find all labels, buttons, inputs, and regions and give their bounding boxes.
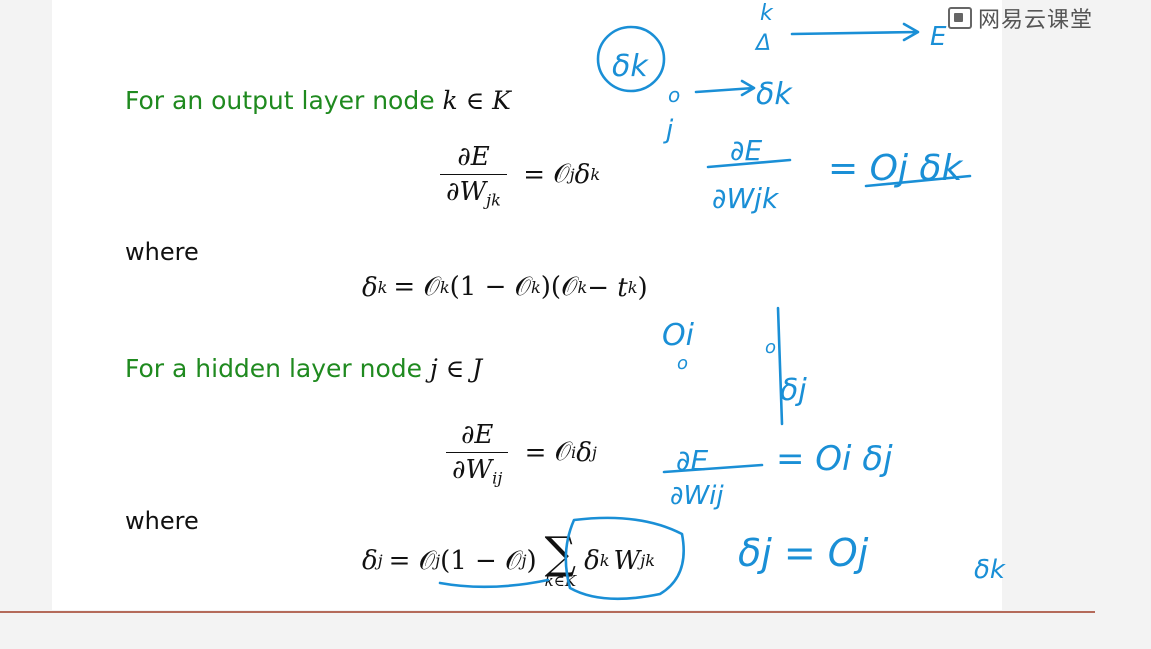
ink-fraction-line	[706, 158, 792, 169]
brand-logo: 网易云课堂	[948, 2, 1093, 34]
output-gradient-fraction: ∂E ∂Wjk	[440, 142, 507, 210]
ink-note: Δ	[754, 31, 771, 56]
fraction-denominator: ∂Wij	[446, 452, 509, 488]
delta-rhs-part-d: − t	[587, 272, 628, 303]
ink-arrow	[790, 22, 920, 42]
hidden-gradient-fraction: ∂E ∂Wij	[446, 420, 509, 488]
delta-rhs-part-e: )	[637, 272, 648, 303]
ink-note: ∂Wij	[670, 481, 724, 511]
hidden-layer-heading: For a hidden layer node j ∈ J	[125, 354, 482, 383]
ink-note: o	[765, 337, 776, 358]
hidden-heading-math: j ∈ J	[429, 354, 483, 383]
output-heading-text: For an output layer node	[125, 86, 443, 115]
slide-bottom-rule	[0, 611, 1095, 613]
hidden-where-label: where	[125, 507, 199, 535]
hidden-heading-text: For a hidden layer node	[125, 354, 430, 383]
ink-note: o	[677, 353, 688, 374]
equals-sign: =	[516, 437, 555, 468]
delta-rhs-part-c: )	[526, 546, 537, 576]
brand-logo-text: 网易云课堂	[978, 8, 1094, 33]
den-sub: ij	[492, 468, 503, 488]
ink-note: δj = Oj	[738, 531, 869, 575]
fraction-numerator: ∂E	[460, 420, 494, 450]
den-var: ∂W	[446, 177, 487, 207]
fraction-numerator: ∂E	[457, 142, 490, 172]
ink-underline	[438, 578, 550, 589]
ink-note: E	[930, 22, 947, 52]
summation-symbol: ∑	[544, 528, 577, 579]
equals-sign: =	[514, 159, 554, 190]
delta-lhs: δ	[362, 272, 378, 303]
delta-rhs-part-a: = 𝒪	[388, 545, 436, 576]
sum-term-weight: W	[613, 546, 641, 576]
ink-note: δk	[756, 77, 793, 112]
delta-rhs-part-a: = 𝒪	[393, 272, 440, 302]
ink-vertical-line	[776, 306, 784, 426]
ink-note: Oi	[662, 318, 695, 353]
rhs-delta: δ	[576, 437, 592, 468]
delta-lhs: δ	[362, 546, 378, 576]
rhs-output-var: 𝒪	[554, 437, 572, 467]
ink-note: δk	[974, 555, 1006, 585]
ink-arrow	[694, 79, 756, 97]
ink-note: ∂Wjk	[712, 182, 780, 215]
ink-circle	[596, 25, 666, 93]
ink-note: k	[760, 1, 774, 26]
den-var: ∂W	[452, 455, 493, 485]
ink-circle	[564, 516, 685, 601]
ink-note: ∂E	[730, 134, 762, 167]
ink-note: = Oi δj	[776, 439, 893, 479]
rhs-output-var: 𝒪	[553, 159, 570, 189]
brand-mark-icon	[948, 7, 972, 29]
ink-note: δj	[780, 373, 807, 408]
ink-note: o	[668, 83, 680, 107]
output-heading-math: k ∈ K	[442, 86, 511, 115]
slide-canvas	[52, 0, 1002, 610]
ink-fraction-line	[662, 463, 764, 474]
delta-rhs-part-b: (1 − 𝒪	[440, 545, 522, 576]
den-sub: jk	[486, 190, 501, 210]
output-where-label: where	[125, 238, 199, 266]
delta-rhs-part-c: )(𝒪	[540, 272, 578, 302]
summation: ∑ k∈K	[544, 528, 577, 591]
output-layer-heading: For an output layer node k ∈ K	[125, 86, 511, 115]
rhs-delta: δ	[574, 159, 591, 190]
ink-underline	[864, 174, 972, 188]
fraction-denominator: ∂Wjk	[440, 174, 507, 210]
ink-note: δk	[612, 49, 649, 84]
ink-note: j	[663, 115, 674, 145]
delta-rhs-part-b: (1 − 𝒪	[449, 272, 532, 302]
sum-term-delta: δ	[584, 546, 600, 576]
